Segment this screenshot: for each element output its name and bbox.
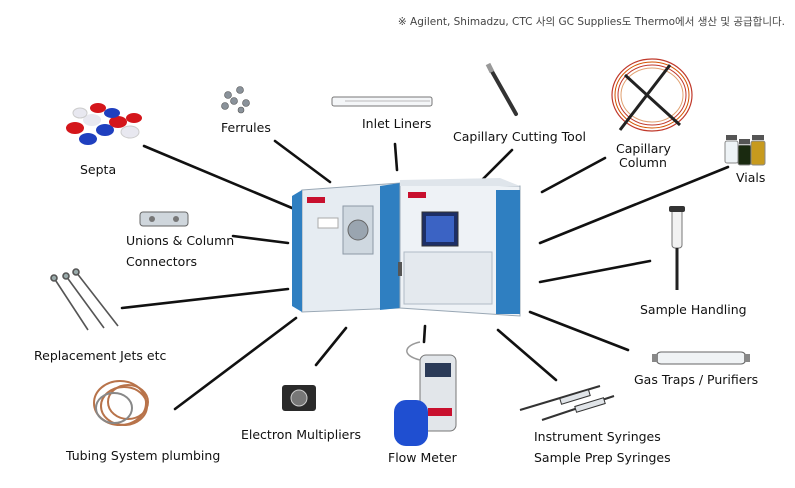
connector-tubing (173, 316, 298, 411)
label-replacement-jets: Replacement Jets etc (34, 348, 167, 363)
sample-handling-image (669, 206, 685, 290)
ferrules-image (221, 86, 250, 114)
label-sample-prep-syringes: Sample Prep Syringes (534, 450, 671, 465)
label-sample-handling: Sample Handling (640, 302, 747, 317)
cutting-tool-image (485, 62, 518, 116)
connector-sample-handling (538, 259, 652, 284)
label-capillary-column-line1: Capillary (616, 141, 671, 156)
label-ferrules: Ferrules (221, 120, 271, 135)
connector-lines (120, 139, 730, 411)
connector-electron-multipliers (314, 326, 348, 367)
thermo-logo-right (408, 192, 426, 198)
label-electron-multipliers: Electron Multipliers (241, 427, 362, 442)
label-capillary-column-line2: Column (619, 155, 667, 170)
connector-syringes (496, 328, 558, 382)
connector-vials (538, 165, 730, 245)
label-tubing: Tubing System plumbing (66, 448, 221, 463)
label-septa: Septa (80, 162, 117, 177)
label-inlet-liners: Inlet Liners (362, 116, 432, 131)
supplies-note: ※ Agilent, Shimadzu, CTC 사의 GC Supplies도… (397, 16, 785, 28)
label-flow-meter: Flow Meter (388, 450, 457, 465)
label-unions-line2: Connectors (126, 254, 197, 269)
syringes-image (519, 385, 615, 421)
connector-septa (142, 144, 294, 210)
connector-replacement-jets (120, 287, 290, 310)
label-vials: Vials (736, 170, 766, 185)
inlet-liner-image (331, 96, 433, 107)
connector-inlet-liners (393, 142, 399, 172)
unions-image (139, 211, 189, 227)
label-unions-line1: Unions & Column (126, 233, 235, 248)
connector-capillary-column (540, 156, 607, 194)
label-gas-traps: Gas Traps / Purifiers (634, 372, 759, 387)
tubing-image (93, 380, 149, 426)
replacement-jets-image (50, 268, 119, 331)
label-capillary-cutting-tool: Capillary Cutting Tool (453, 129, 586, 144)
gc-instrument (292, 178, 521, 317)
connector-flow-meter (422, 324, 427, 344)
connector-ferrules (273, 139, 332, 184)
thermo-logo-left (307, 197, 325, 203)
gas-trap-image (652, 351, 750, 365)
vials-image (724, 135, 766, 166)
septa-image (66, 103, 142, 145)
connector-gas-traps (528, 310, 630, 352)
capillary-column-image (611, 58, 693, 132)
electron-multiplier-image (282, 385, 316, 411)
label-instrument-syringes: Instrument Syringes (534, 429, 661, 444)
connector-unions (231, 234, 290, 245)
flow-meter-image (394, 341, 457, 446)
connector-cutting-tool (480, 148, 514, 182)
